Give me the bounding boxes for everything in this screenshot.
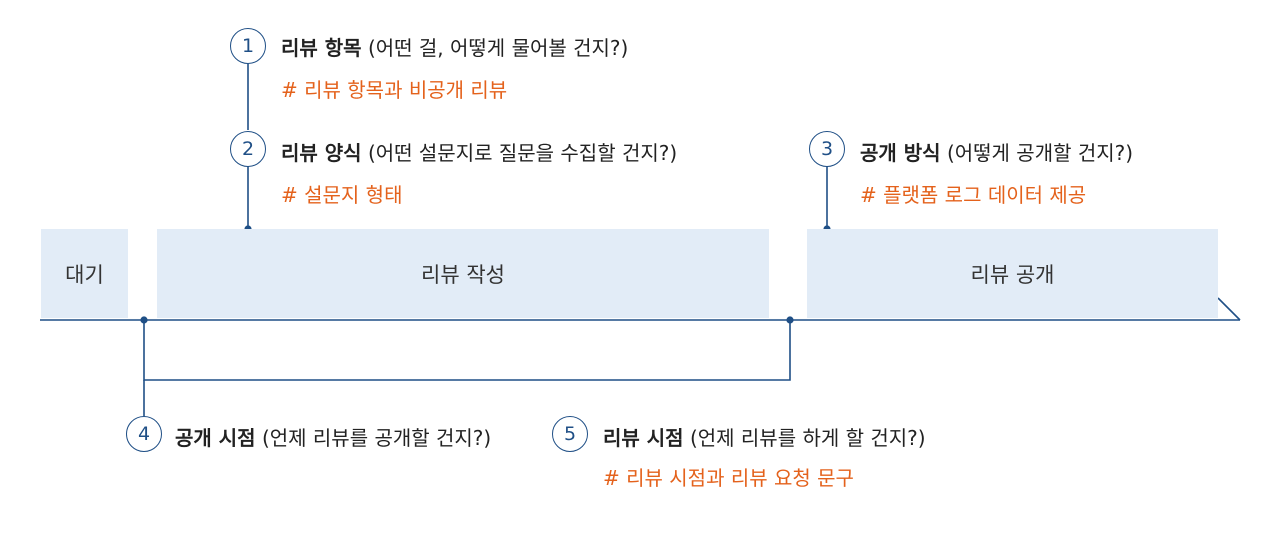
item-2-title: 리뷰 양식: [281, 141, 362, 165]
item-5-heading: 리뷰 시점 (언제 리뷰를 하게 할 건지?): [603, 422, 926, 451]
item-5-tag: # 리뷰 시점과 리뷰 요청 문구: [603, 466, 854, 490]
item-4-heading: 공개 시점 (언제 리뷰를 공개할 건지?): [175, 422, 491, 451]
item-1-title: 리뷰 항목: [281, 36, 362, 60]
timeline-arrow-tip: [1217, 297, 1241, 321]
item-1-heading: 리뷰 항목 (어떤 걸, 어떻게 물어볼 건지?): [281, 32, 628, 61]
item-1-number-badge: 1: [230, 28, 266, 64]
item-5-question: (언제 리뷰를 하게 할 건지?): [689, 426, 926, 450]
item-4-number-badge: 4: [126, 416, 162, 452]
phase-wait: 대기: [41, 229, 128, 318]
item-2-number-badge: 2: [230, 131, 266, 167]
writing-end-dot: [786, 316, 794, 324]
item-2-question: (어떤 설문지로 질문을 수집할 건지?): [367, 141, 678, 165]
item-3-heading: 공개 방식 (어떻게 공개할 건지?): [860, 137, 1133, 166]
item-1-tag: # 리뷰 항목과 비공개 리뷰: [281, 78, 508, 102]
item-3-title: 공개 방식: [860, 141, 941, 165]
item-4-title: 공개 시점: [175, 426, 256, 450]
phase-review-writing: 리뷰 작성: [157, 229, 769, 318]
phase-review-publishing: 리뷰 공개: [807, 229, 1218, 318]
item-3-number-badge: 3: [809, 131, 845, 167]
item-5-title: 리뷰 시점: [603, 426, 684, 450]
item-4-question: (언제 리뷰를 공개할 건지?): [261, 426, 492, 450]
writing-start-dot: [140, 316, 148, 324]
review-period-bracket: [143, 320, 791, 381]
item-3-tag: # 플랫폼 로그 데이터 제공: [860, 183, 1087, 207]
item-2-heading: 리뷰 양식 (어떤 설문지로 질문을 수집할 건지?): [281, 137, 677, 166]
item-1-question: (어떤 걸, 어떻게 물어볼 건지?): [367, 36, 629, 60]
item-5-number-badge: 5: [552, 416, 588, 452]
item-2-tag: # 설문지 형태: [281, 183, 403, 207]
item-3-question: (어떻게 공개할 건지?): [946, 141, 1134, 165]
